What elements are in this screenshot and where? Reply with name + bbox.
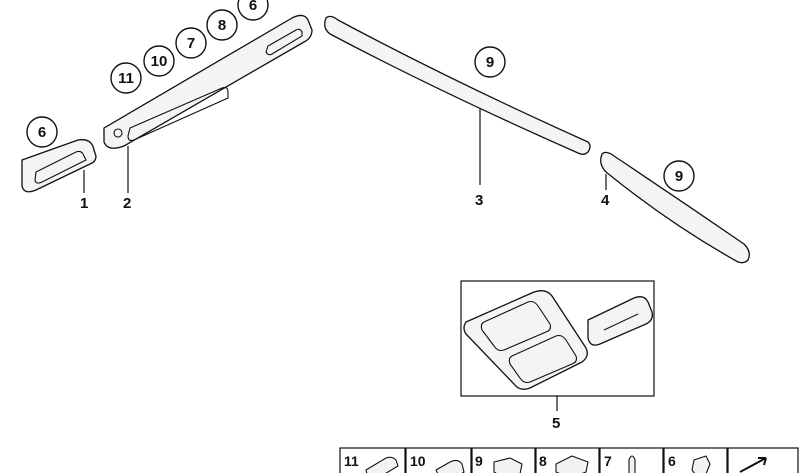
part-2-trim-piece[interactable] [103, 14, 313, 149]
part-5-console-trim[interactable] [463, 290, 588, 390]
legend-label: 10 [410, 453, 426, 469]
legend-label: 11 [344, 453, 359, 469]
legend-cell-11[interactable]: 11 [339, 447, 406, 473]
screw-clip-icon [691, 455, 711, 473]
part-2-callout-8[interactable]: 8 [206, 9, 238, 41]
part-3-callout[interactable]: 9 [474, 46, 506, 78]
part-5-number: 5 [552, 415, 560, 432]
legend-cell-9[interactable]: 9 [471, 447, 536, 473]
part-1-callout-label: 6 [38, 124, 46, 141]
part-4-callout[interactable]: 9 [663, 160, 695, 192]
part-3-number: 3 [475, 192, 483, 209]
part-4-callout-label: 9 [675, 168, 683, 185]
part-2-callout-11[interactable]: 11 [110, 62, 142, 94]
part-1-number: 1 [80, 195, 88, 212]
callout-label: 6 [249, 0, 257, 14]
clip-icon [493, 457, 523, 473]
pin-icon [628, 455, 636, 473]
part-2-callout-10[interactable]: 10 [143, 45, 175, 77]
legend-cell-arrow[interactable] [727, 447, 799, 473]
arrow-icon [739, 457, 767, 473]
callout-label: 11 [118, 70, 134, 87]
callout-label: 7 [187, 35, 195, 52]
part-1-callout[interactable]: 6 [26, 116, 58, 148]
part-3-trim-strip[interactable] [324, 15, 591, 155]
legend-label: 6 [668, 453, 676, 469]
part-5-ashtray-lid[interactable] [587, 296, 654, 346]
legend-label: 8 [539, 453, 547, 469]
legend-cell-6[interactable]: 6 [663, 447, 728, 473]
part-1-trim-piece[interactable] [21, 139, 97, 193]
part-2-callout-7[interactable]: 7 [175, 27, 207, 59]
legend-label: 7 [604, 453, 612, 469]
part-2-callout-6[interactable]: 6 [237, 0, 269, 21]
part-3-callout-label: 9 [486, 54, 494, 71]
spring-clip-icon [435, 459, 465, 473]
clip-icon [555, 455, 589, 473]
callout-label: 10 [151, 53, 168, 70]
callout-label: 8 [218, 17, 226, 34]
legend-label: 9 [475, 453, 483, 469]
part-2-number: 2 [123, 195, 131, 212]
legend-cell-7[interactable]: 7 [599, 447, 664, 473]
pad-icon [365, 456, 399, 473]
legend-cell-8[interactable]: 8 [535, 447, 600, 473]
part-4-trim-strip[interactable] [600, 151, 750, 264]
part-4-number: 4 [601, 192, 610, 209]
legend-cell-10[interactable]: 10 [405, 447, 472, 473]
legend-row: 11 10 9 8 7 6 [339, 447, 799, 473]
